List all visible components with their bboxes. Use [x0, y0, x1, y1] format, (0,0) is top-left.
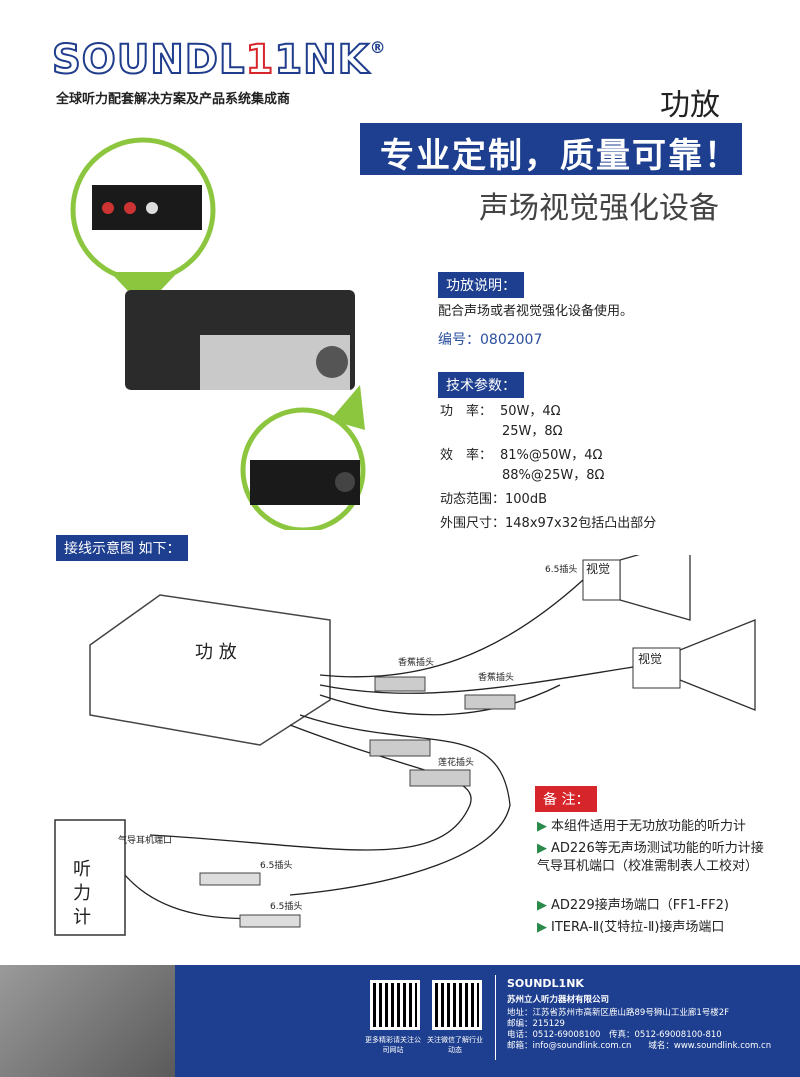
pointer-front: [330, 385, 365, 430]
rca-jack-icon: [124, 202, 136, 214]
note-item: ▶ ITERA-Ⅱ(艾特拉-Ⅱ)接声场端口: [537, 919, 767, 937]
subtitle: 声场视觉强化设备: [479, 191, 719, 226]
volume-knob-icon: [335, 472, 355, 492]
footer-divider: [495, 975, 496, 1060]
note-item: ▶ AD229接声场端口（FF1-FF2): [537, 897, 767, 915]
rca-plug-icon: [409, 769, 471, 787]
spec-power-1: 50W，4Ω: [500, 404, 561, 419]
triangle-bullet-icon: ▶: [537, 819, 547, 834]
rca-jack-icon: [102, 202, 114, 214]
product-code: 编号：0802007: [438, 332, 543, 348]
footer-email: 邮箱：info@soundlink.com.cn 域名：www.soundlin…: [507, 1041, 772, 1051]
wiring-diagram: [54, 555, 756, 936]
amp-sketch: [89, 594, 331, 746]
note-item: ▶AD226等无声场测试功能的听力计接气导耳机端口（校准需制表人工校对）: [537, 840, 767, 876]
note-text: AD229接声场端口（FF1-FF2): [551, 898, 729, 913]
diagram-audiometer: 听力计: [73, 859, 91, 928]
diagram-visual-1: 视觉: [586, 562, 611, 576]
brand-logo: SOUNDL11NK®: [51, 37, 387, 83]
qr-caption-wechat: 关注微信了解行业动态: [427, 1036, 483, 1054]
diagram-plug-a: 6.5插头: [260, 861, 293, 871]
rca-plug-icon: [369, 739, 431, 757]
speaker-right-icon: [679, 619, 756, 711]
slogan: 专业定制，质量可靠！: [380, 136, 740, 176]
note-item: ▶ 本组件适用于无功放功能的听力计: [537, 818, 767, 836]
logo-text-mid: 1: [244, 37, 275, 83]
diagram-banana-1: 香蕉插头: [398, 658, 435, 668]
qr-caption-website: 更多精彩请关注公司网站: [365, 1036, 421, 1054]
diagram-plug-b: 6.5插头: [270, 902, 303, 912]
footer-phone: 电话：0512-69008100 传真：0512-69008100-810: [507, 1030, 722, 1040]
spec-eff-key: 效 率：: [440, 448, 493, 463]
spec-dynamic: 动态范围：100dB: [440, 492, 547, 507]
plug-icon: [199, 872, 261, 886]
banana-plug-icon: [464, 694, 516, 710]
audiometer-box: [54, 819, 126, 936]
logo-text-left: SOUNDL: [51, 37, 246, 83]
description-label: 功放说明：: [438, 272, 524, 298]
note-text: AD226等无声场测试功能的听力计接气导耳机端口（校准需制表人工校对）: [537, 841, 764, 874]
banana-plug-icon: [374, 676, 426, 692]
footer-photo: [0, 965, 175, 1077]
wiring-label: 接线示意图 如下：: [56, 535, 189, 561]
registered-mark: ®: [369, 38, 387, 57]
footer-brand: SOUNDL1NK: [507, 977, 584, 990]
spec-eff-2: 88%@25W，8Ω: [502, 468, 605, 483]
speaker-top-icon: [619, 555, 691, 621]
diagram-plug-top: 6.5插头: [545, 565, 578, 575]
qr-code-website: [370, 980, 420, 1030]
diagram-visual-2: 视觉: [638, 652, 663, 666]
speaker-top-box: [582, 559, 621, 601]
tagline: 全球听力配套解决方案及产品系统集成商: [56, 92, 291, 107]
footer-postcode: 邮编：215129: [507, 1019, 565, 1029]
logo-text-right: 1NK: [273, 37, 370, 83]
diagram-air-port: 气导耳机端口: [118, 836, 173, 846]
diagram-rca: 莲花插头: [438, 758, 475, 768]
footer-address: 地址：江苏省苏州市高新区鹿山路89号狮山工业廊1号楼2F: [507, 1008, 730, 1018]
volume-knob-icon: [316, 346, 348, 378]
note-text: ITERA-Ⅱ(艾特拉-Ⅱ)接声场端口: [551, 920, 725, 935]
notes-label: 备 注：: [535, 786, 598, 812]
spec-power-2: 25W，8Ω: [502, 424, 563, 439]
specs-label: 技术参数：: [438, 372, 524, 398]
diagram-banana-2: 香蕉插头: [478, 673, 515, 683]
note-text: 本组件适用于无功放功能的听力计: [551, 819, 747, 834]
spec-eff-1: 81%@50W，4Ω: [500, 448, 603, 463]
product-title: 功放: [660, 88, 720, 123]
triangle-bullet-icon: ▶: [537, 841, 547, 856]
slogan-band: [360, 123, 742, 175]
triangle-bullet-icon: ▶: [537, 920, 547, 935]
triangle-bullet-icon: ▶: [537, 898, 547, 913]
description-text: 配合声场或者视觉强化设备使用。: [438, 304, 634, 319]
qr-code-wechat: [432, 980, 482, 1030]
rca-jack-icon: [146, 202, 158, 214]
plug-icon: [239, 914, 301, 928]
spec-size: 外围尺寸：148x97x32包括凸出部分: [440, 516, 657, 531]
footer-company: 苏州立人听力器材有限公司: [507, 995, 610, 1005]
speaker-right-box: [632, 647, 681, 689]
product-illustration: [70, 137, 366, 530]
spec-power-key: 功 率：: [440, 404, 493, 419]
diagram-amp-label: 功 放: [195, 642, 237, 663]
